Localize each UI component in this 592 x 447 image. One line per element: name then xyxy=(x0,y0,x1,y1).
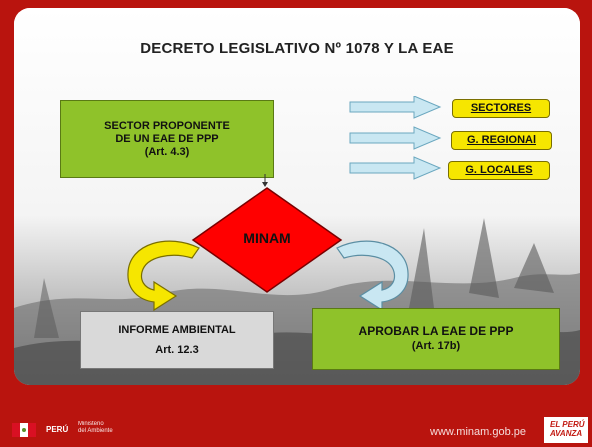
badge-line1: EL PERÚ xyxy=(550,420,585,429)
minam-diamond xyxy=(191,187,343,293)
content-panel: DECRETO LEGISLATIVO Nº 1078 Y LA EAE SEC… xyxy=(14,8,580,385)
arrows-to-targets xyxy=(349,96,442,180)
proponente-line1: SECTOR PROPONENTE xyxy=(104,119,230,132)
footer-ministry: Ministerio del Ambiente xyxy=(78,421,113,435)
blue-curved-arrow xyxy=(336,240,409,312)
yellow-curved-arrow xyxy=(127,240,200,312)
proponente-line2: DE UN EAE DE PPP xyxy=(115,132,219,145)
slide-title: DECRETO LEGISLATIVO Nº 1078 Y LA EAE xyxy=(140,40,454,57)
el-peru-avanza-badge: EL PERÚ AVANZA xyxy=(544,417,588,443)
arrow-to-sectores xyxy=(349,96,442,119)
arrow-to-regional xyxy=(349,126,442,150)
minam-label: MINAM xyxy=(243,230,291,246)
sector-proponente-box: SECTOR PROPONENTE DE UN EAE DE PPP (Art.… xyxy=(60,100,274,178)
target-locales: G. LOCALES xyxy=(448,161,550,180)
target-sectores: SECTORES xyxy=(452,99,550,118)
informe-line1: INFORME AMBIENTAL xyxy=(118,324,236,336)
target-regional: G. REGIONAl xyxy=(451,131,552,150)
arrow-to-locales xyxy=(349,156,442,180)
footer-bar: PERÚ Ministerio del Ambiente www.minam.g… xyxy=(0,400,592,447)
aprobar-eae-box: APROBAR LA EAE DE PPP (Art. 17b) xyxy=(312,308,560,370)
proponente-line3: (Art. 4.3) xyxy=(144,145,190,158)
informe-ambiental-box: INFORME AMBIENTAL Art. 12.3 xyxy=(80,311,274,369)
connector-arrow xyxy=(262,174,268,187)
ministry-line1: Ministerio xyxy=(78,421,104,427)
badge-line2: AVANZA xyxy=(550,429,583,438)
informe-line2: Art. 12.3 xyxy=(155,344,199,356)
aprobar-line2: (Art. 17b) xyxy=(411,340,461,352)
peru-flag-icon xyxy=(12,423,36,437)
aprobar-line1: APROBAR LA EAE DE PPP xyxy=(358,324,514,338)
ministry-line2: del Ambiente xyxy=(78,428,113,434)
footer-url[interactable]: www.minam.gob.pe xyxy=(430,426,526,438)
footer-country: PERÚ xyxy=(46,425,69,434)
